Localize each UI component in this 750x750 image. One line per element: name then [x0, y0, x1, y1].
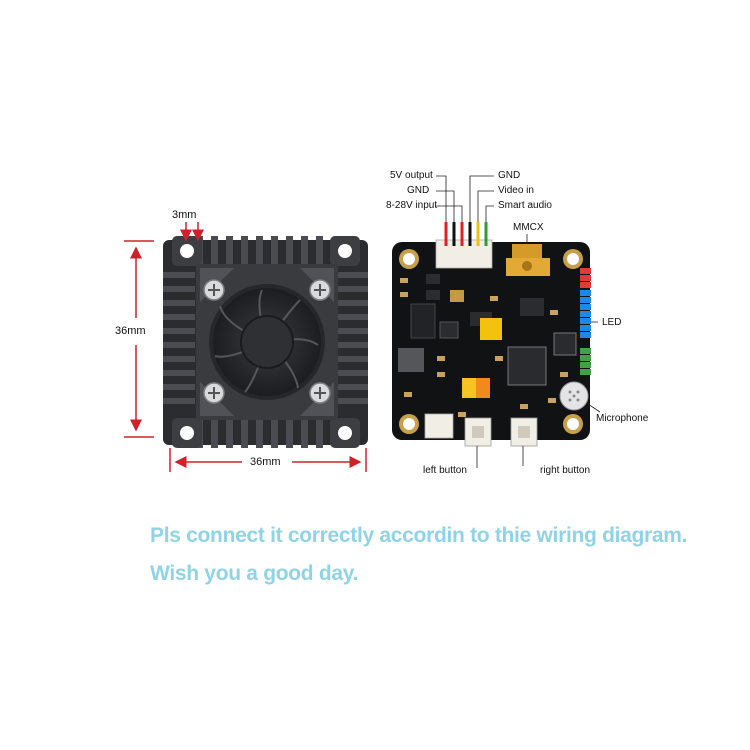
led-segment	[580, 290, 591, 296]
led-segment	[580, 355, 591, 361]
led-segment	[580, 369, 591, 375]
led-segment	[580, 362, 591, 368]
led-strip	[580, 268, 591, 375]
cooling-fan-icon	[209, 284, 325, 400]
pin-leader-line	[469, 175, 494, 222]
pin-wire	[468, 222, 472, 246]
mmcx-connector-icon	[506, 244, 550, 276]
pin-label-8-28v-input: 8-28V input	[386, 200, 438, 211]
led-segment	[580, 325, 591, 331]
mounting-hole-icon	[172, 236, 360, 448]
led-segment	[580, 297, 591, 303]
pin-label-5v-output: 5V output	[390, 170, 433, 181]
width-dimension-label: 36mm	[250, 456, 281, 468]
pin-wire	[452, 222, 456, 246]
label-leaders	[476, 234, 601, 468]
thickness-dimension-label: 3mm	[172, 209, 197, 221]
heatsink-module	[163, 236, 368, 448]
left-button-label: left button	[423, 465, 467, 476]
pin-leader-line	[436, 205, 463, 222]
pin-label-gnd-right: GND	[498, 170, 521, 181]
pin-leader-line	[485, 205, 494, 222]
led-segment	[580, 311, 591, 317]
screw-icon	[203, 279, 331, 404]
greeting-text: Wish you a good day.	[150, 562, 359, 585]
led-segment	[580, 332, 591, 338]
pin-wire	[444, 222, 448, 246]
pin-wire	[476, 222, 480, 246]
microphone-icon	[559, 381, 589, 411]
pin-leader-line	[436, 190, 455, 222]
left-button-icon	[464, 417, 492, 447]
pin-leader-line	[477, 190, 494, 222]
pin-label-smart-audio: Smart audio	[498, 200, 552, 211]
pin-label-video-in: Video in	[498, 185, 534, 196]
led-segment	[580, 318, 591, 324]
pin-wire	[460, 222, 464, 246]
pin-wires	[436, 175, 494, 246]
wiring-instruction-text: Pls connect it correctly accordin to thi…	[150, 524, 688, 547]
led-segment	[580, 275, 591, 281]
pin-leader-line	[436, 175, 447, 222]
pin-wire	[484, 222, 488, 246]
microphone-label: Microphone	[596, 413, 649, 424]
led-label: LED	[602, 317, 622, 328]
led-segment	[580, 348, 591, 354]
mmcx-label: MMCX	[513, 222, 544, 233]
led-segment	[580, 304, 591, 310]
pin-label-gnd-left: GND	[407, 185, 430, 196]
led-segment	[580, 282, 591, 288]
vtx-circuit-board	[392, 239, 590, 447]
dimension-lines	[124, 222, 367, 472]
height-dimension-label: 36mm	[115, 325, 146, 337]
right-button-icon	[510, 417, 538, 447]
led-segment	[580, 268, 591, 274]
right-button-label: right button	[540, 465, 591, 476]
